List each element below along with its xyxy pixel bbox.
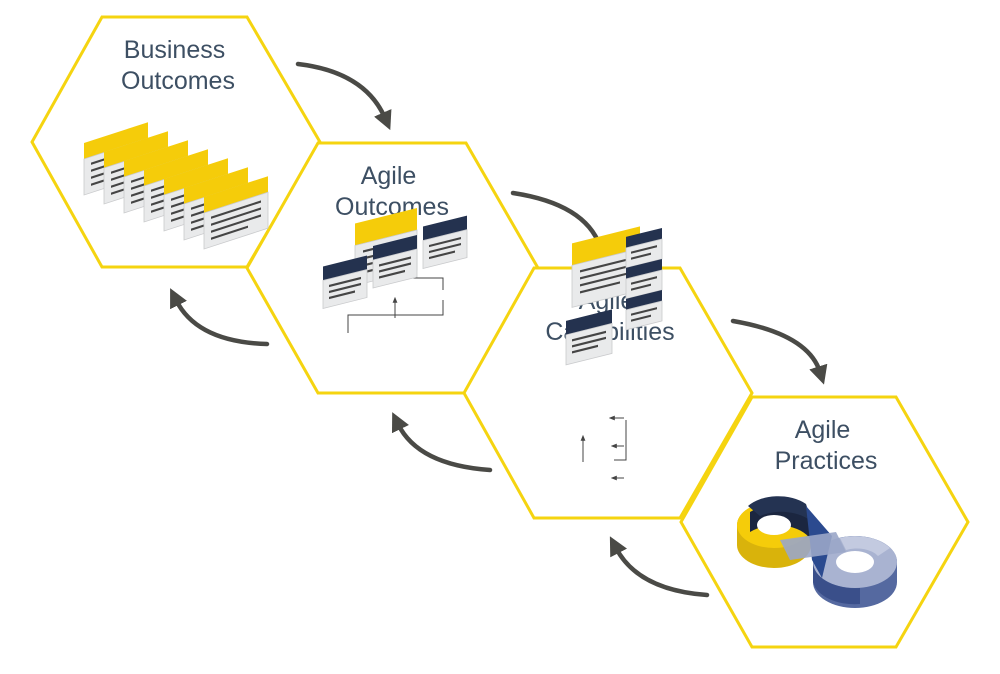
capability-tree-icon xyxy=(565,226,663,481)
stacked-cards-icon xyxy=(83,122,269,250)
title-business-outcomes: Business Outcomes xyxy=(121,36,235,95)
arrow-forward-2 xyxy=(510,190,607,259)
stacked-card xyxy=(203,176,269,250)
card-hierarchy-icon xyxy=(322,208,468,333)
title-agile-practices: Agile Practices xyxy=(775,416,878,475)
infinity-loop-icon xyxy=(737,496,897,608)
arrow-forward-1 xyxy=(295,61,392,131)
arrow-back-1 xyxy=(170,288,270,347)
hex-agile-capabilities xyxy=(462,266,754,520)
arrow-back-2 xyxy=(391,412,493,473)
arrow-forward-3 xyxy=(730,318,828,385)
arrow-back-3 xyxy=(609,536,710,598)
